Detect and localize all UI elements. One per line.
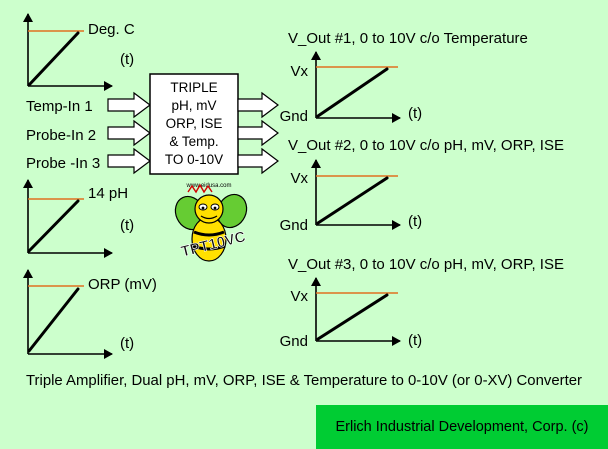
converter-box-line-3: ORP, ISE xyxy=(166,116,223,131)
temp-input-graph: Deg. C (t) xyxy=(23,13,135,91)
output-3-ramp xyxy=(316,293,389,341)
mascot-crown-icon xyxy=(187,183,213,194)
input-label-2: Probe-In 2 xyxy=(26,127,96,144)
input-label-1: Temp-In 1 xyxy=(26,98,93,115)
input-arrows xyxy=(107,91,151,175)
output-graph-3: V_Out #3, 0 to 10V c/o pH, mV, ORP, ISE … xyxy=(280,256,564,350)
converter-box-line-1: TRIPLE xyxy=(170,80,217,95)
ph-graph-top-label: 14 pH xyxy=(88,185,128,202)
converter-box-frame xyxy=(149,73,239,175)
converter-box: TRIPLE pH, mV ORP, ISE & Temp. TO 0-10V xyxy=(149,73,239,175)
output-3-y-bottom-label: Gnd xyxy=(280,333,308,350)
output-3-title: V_Out #3, 0 to 10V c/o pH, mV, ORP, ISE xyxy=(288,256,564,273)
output-graph-2: V_Out #2, 0 to 10V c/o pH, mV, ORP, ISE … xyxy=(280,137,564,234)
orp-graph-x-label: (t) xyxy=(120,335,134,352)
output-2-y-bottom-label: Gnd xyxy=(280,217,308,234)
output-arrow-2 xyxy=(237,119,279,147)
bee-mascot-logo: www.eidusa.com TPT10VC xyxy=(174,183,248,262)
ph-graph-ramp xyxy=(27,199,80,253)
input-arrow-2 xyxy=(107,119,151,147)
output-1-x-label: (t) xyxy=(408,105,422,122)
temp-graph-top-label: Deg. C xyxy=(88,21,135,38)
mascot-stripes-icon xyxy=(192,230,226,251)
mascot-right-pupil-icon xyxy=(213,206,217,210)
output-arrow-3 xyxy=(237,147,279,175)
output-arrow-1 xyxy=(237,91,279,119)
temp-graph-x-label: (t) xyxy=(120,51,134,68)
mascot-smile-icon xyxy=(200,215,218,220)
temp-graph-ramp xyxy=(27,31,80,87)
output-2-y-top-label: Vx xyxy=(290,170,308,187)
converter-box-line-5: TO 0-10V xyxy=(165,152,223,167)
output-3-x-label: (t) xyxy=(408,332,422,349)
mascot-left-pupil-icon xyxy=(201,206,205,210)
input-labels: Temp-In 1 Probe-In 2 Probe -In 3 xyxy=(26,98,100,172)
output-3-y-top-label: Vx xyxy=(290,288,308,305)
input-label-3: Probe -In 3 xyxy=(26,155,100,172)
output-2-ramp xyxy=(316,176,389,225)
output-1-ramp xyxy=(316,67,389,118)
output-2-x-label: (t) xyxy=(408,213,422,230)
converter-box-line-4: & Temp. xyxy=(169,134,218,149)
diagram-caption: Triple Amplifier, Dual pH, mV, ORP, ISE … xyxy=(26,373,582,389)
converter-box-line-2: pH, mV xyxy=(171,98,216,113)
input-arrow-1 xyxy=(107,91,151,119)
output-1-y-top-label: Vx xyxy=(290,63,308,80)
ph-graph-x-label: (t) xyxy=(120,217,134,234)
orp-input-graph: ORP (mV) (t) xyxy=(23,269,157,359)
ph-input-graph: 14 pH (t) xyxy=(23,179,134,258)
input-arrow-3 xyxy=(107,147,151,175)
orp-graph-ramp xyxy=(27,287,80,353)
output-1-title: V_Out #1, 0 to 10V c/o Temperature xyxy=(288,30,528,47)
output-2-title: V_Out #2, 0 to 10V c/o pH, mV, ORP, ISE xyxy=(288,137,564,154)
company-footer: Erlich Industrial Development, Corp. (c) xyxy=(316,405,608,449)
output-arrows xyxy=(237,91,279,175)
output-1-y-bottom-label: Gnd xyxy=(280,108,308,125)
orp-graph-top-label: ORP (mV) xyxy=(88,276,157,293)
company-footer-text: Erlich Industrial Development, Corp. (c) xyxy=(335,419,589,435)
output-graph-1: V_Out #1, 0 to 10V c/o Temperature Vx Gn… xyxy=(280,30,528,125)
